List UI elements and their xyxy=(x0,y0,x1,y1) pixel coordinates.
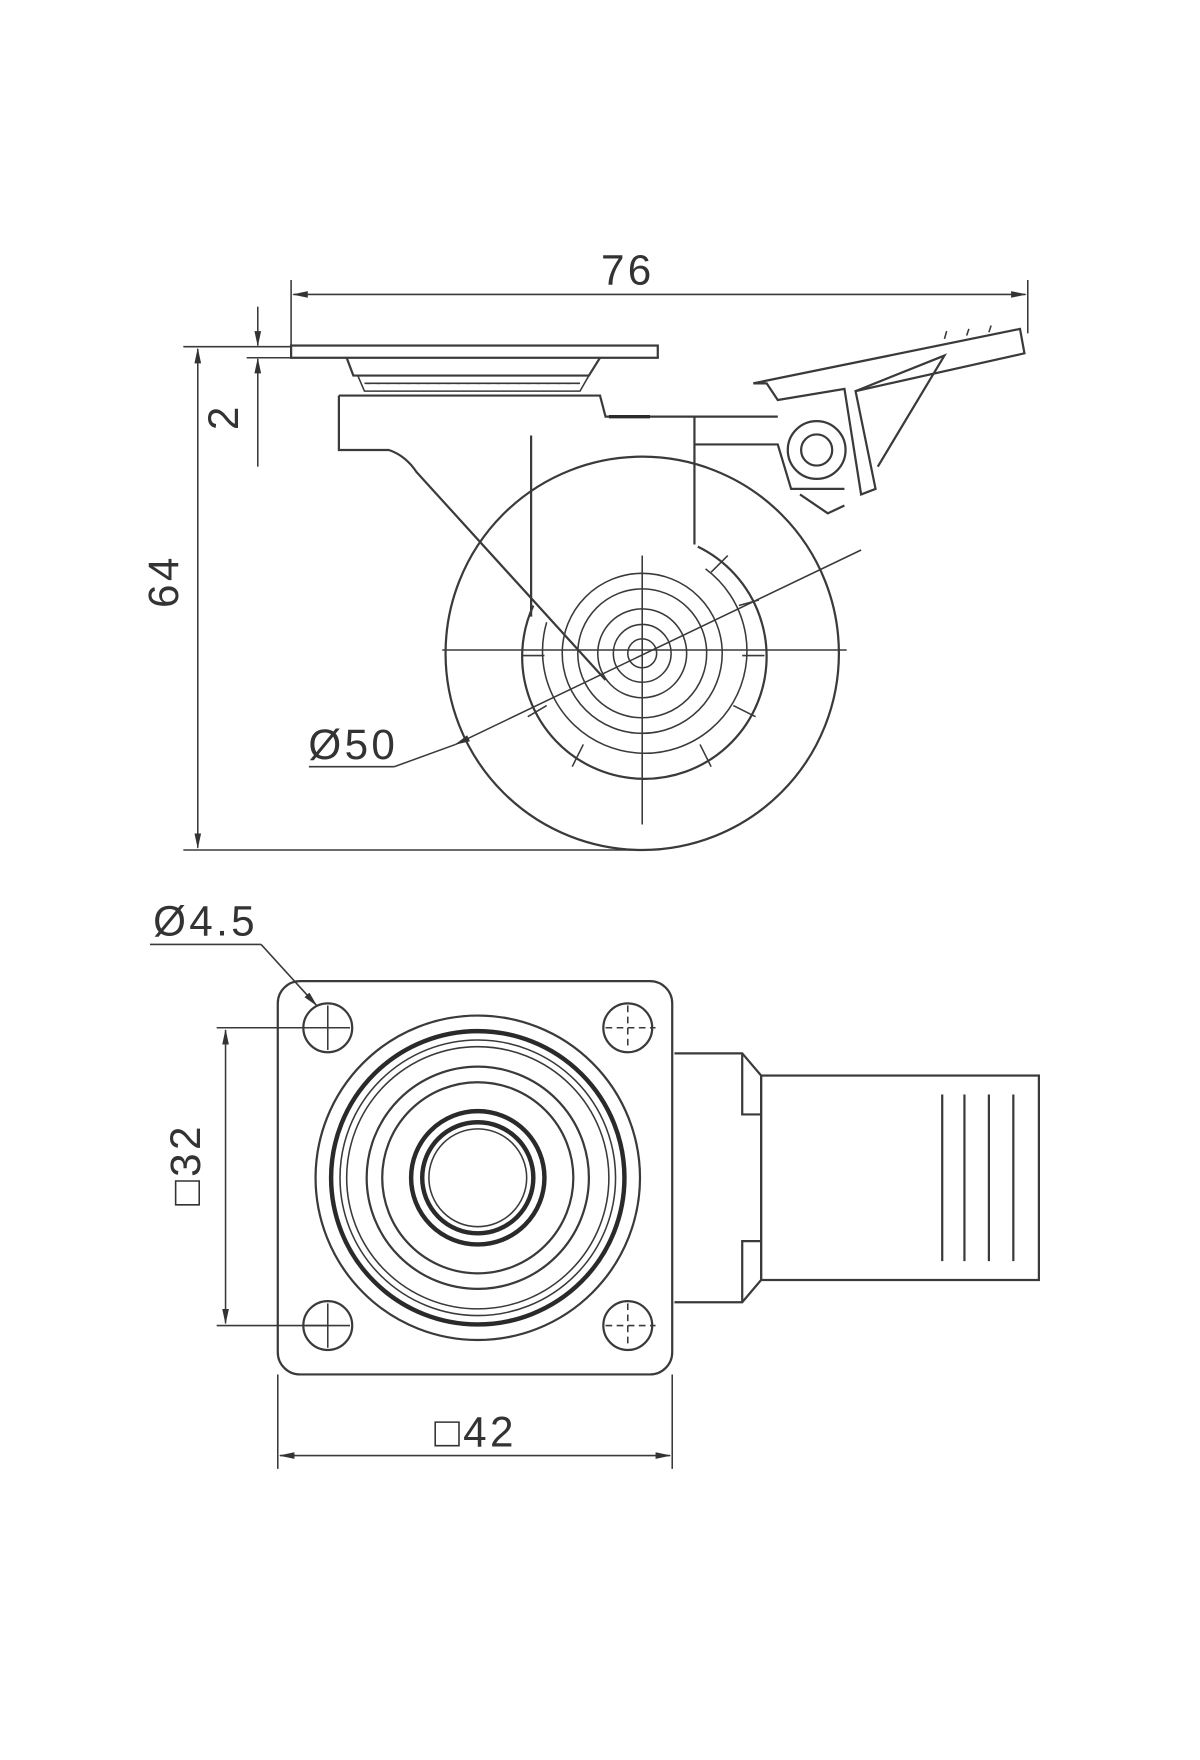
dimension-hole-spacing: □32 xyxy=(162,1027,328,1327)
dimension-overall-height: 64 xyxy=(140,345,645,851)
hole-diameter-label: Ø4.5 xyxy=(153,898,258,945)
dimension-overall-length: 76 xyxy=(290,246,1029,354)
wheel-hub xyxy=(521,545,768,780)
height-label: 64 xyxy=(140,554,187,608)
wheel xyxy=(444,455,841,852)
dimension-plate-size: □42 xyxy=(277,1374,674,1469)
swivel-bearing xyxy=(345,357,601,377)
fork xyxy=(337,394,778,681)
dimension-plate-thickness: 2 xyxy=(200,306,292,467)
brake-pedal-top xyxy=(674,1052,1040,1304)
plate-size-label: □42 xyxy=(434,1409,516,1456)
top-plate xyxy=(290,344,659,359)
dimension-wheel-diameter: Ø50 xyxy=(308,549,862,768)
swivel-rings xyxy=(314,1014,642,1342)
side-view: 76 64 2 Ø50 xyxy=(140,246,1029,852)
dimension-hole-diameter: Ø4.5 xyxy=(150,898,318,1007)
mounting-holes xyxy=(302,1002,656,1352)
thickness-label: 2 xyxy=(200,403,247,430)
hole-spacing-label: □32 xyxy=(162,1123,209,1205)
wheel-diameter-label: Ø50 xyxy=(308,721,398,768)
top-view: Ø4.5 □32 □42 xyxy=(150,898,1040,1469)
brake-lever xyxy=(694,325,1026,515)
mounting-plate xyxy=(276,980,674,1376)
length-label: 76 xyxy=(601,246,655,293)
